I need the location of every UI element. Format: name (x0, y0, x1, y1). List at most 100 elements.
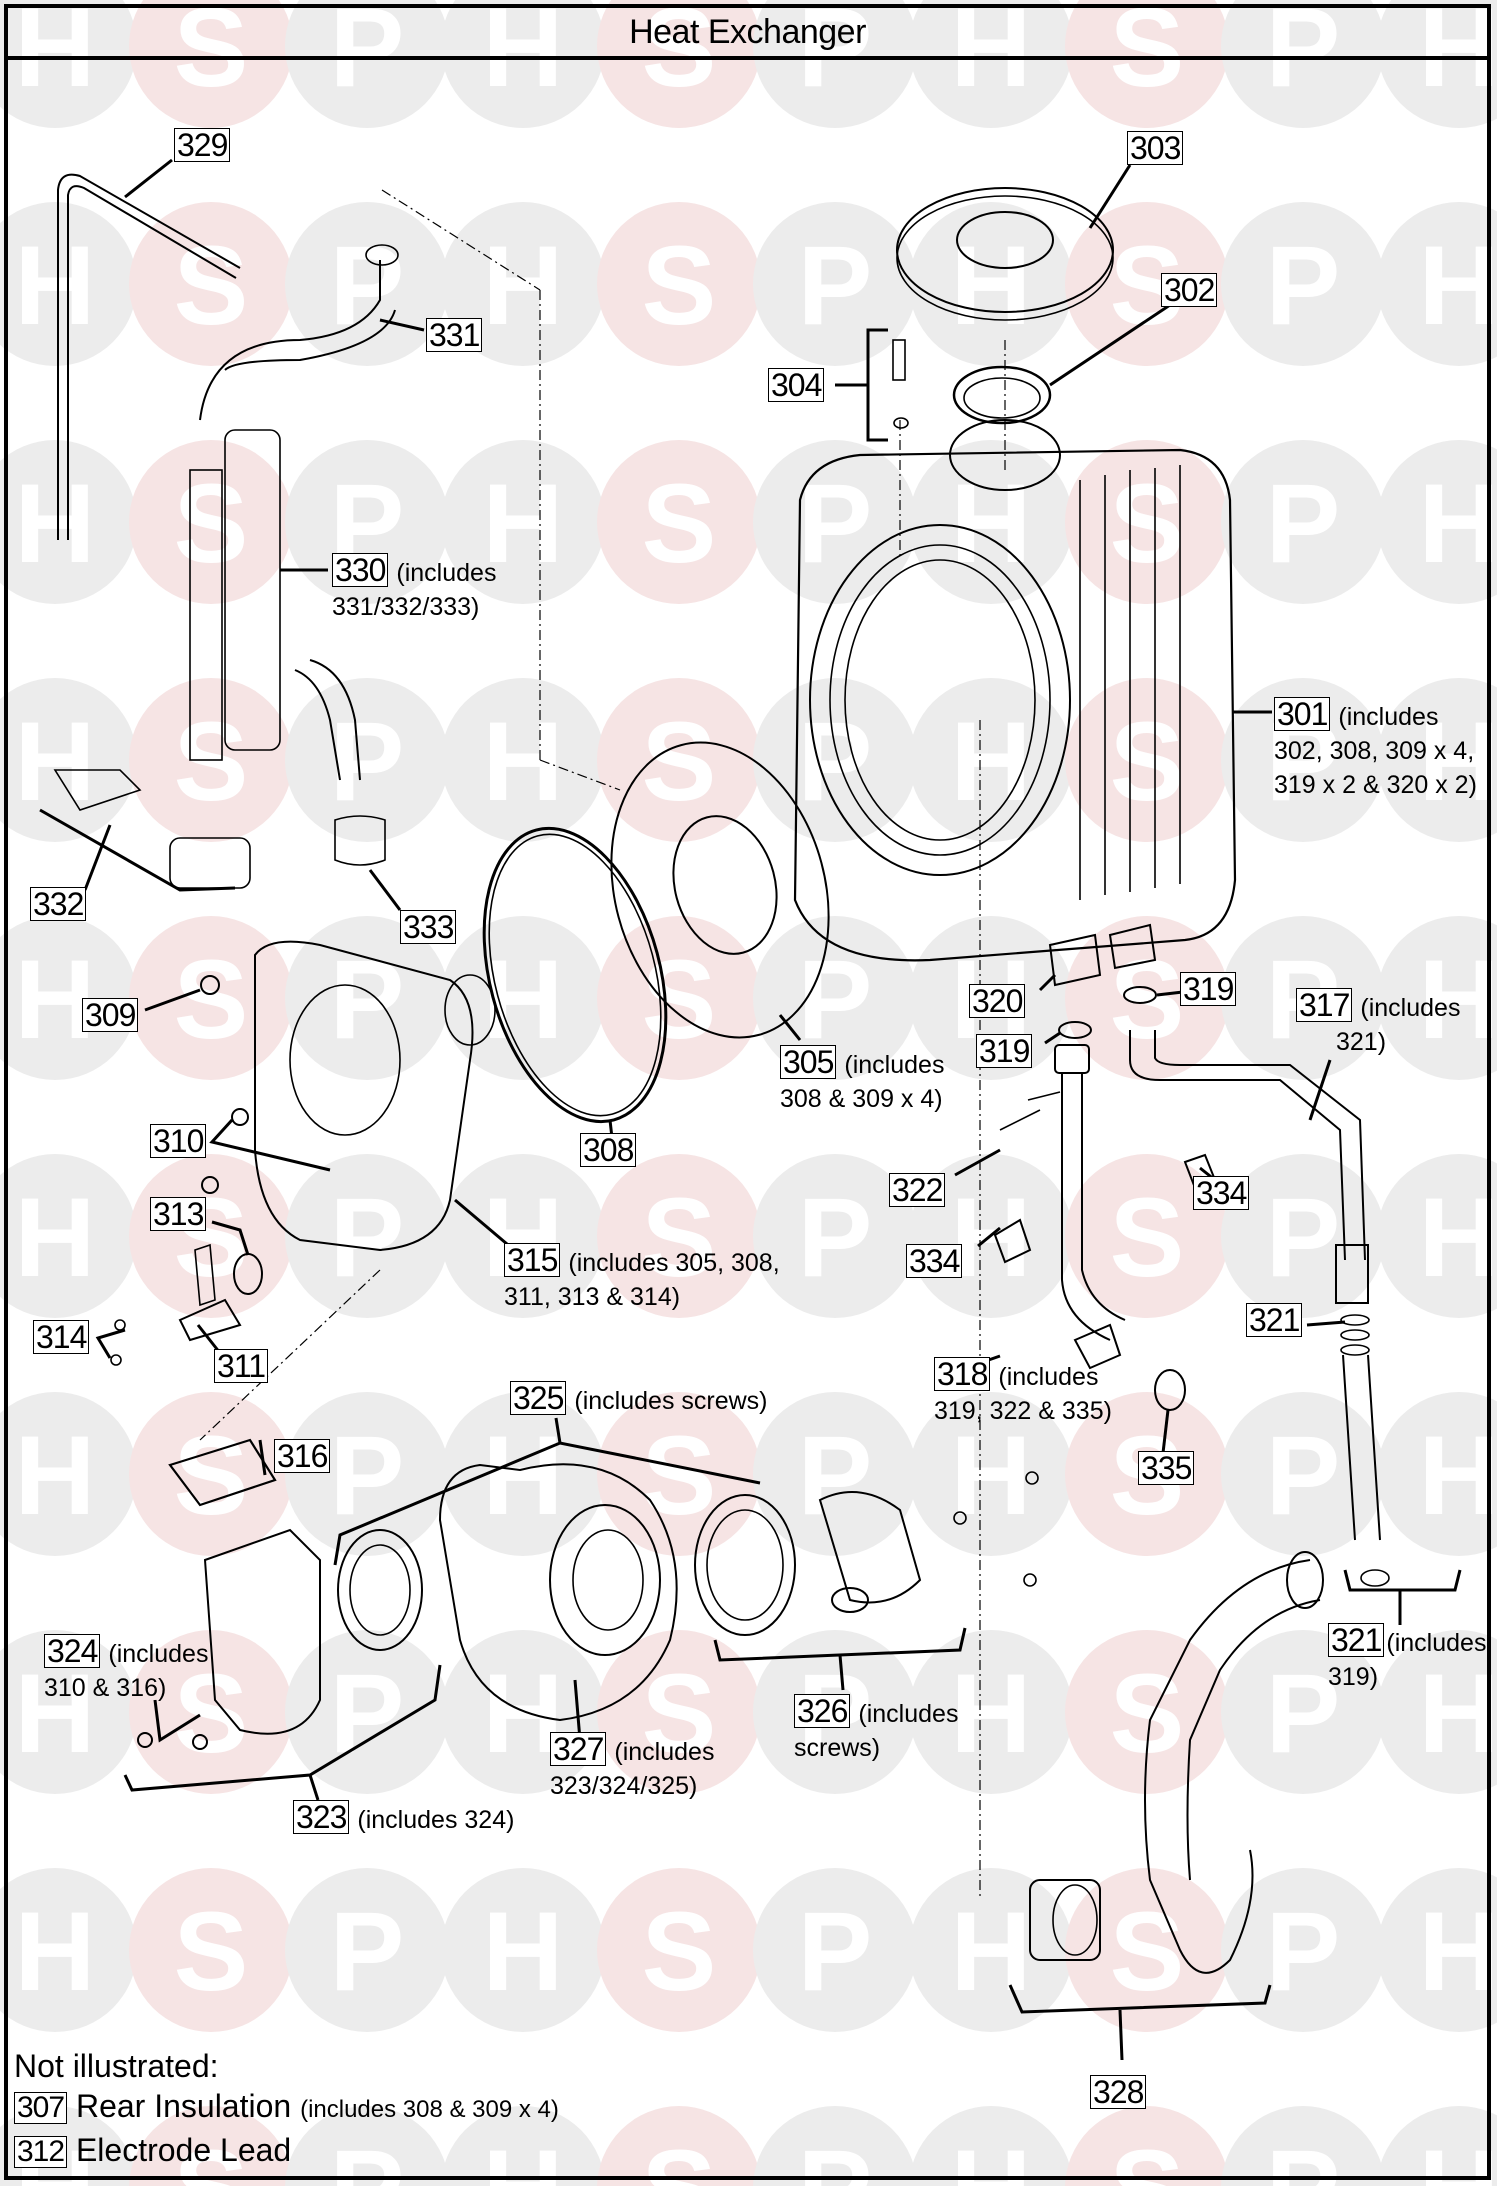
part-number[interactable]: 329 (174, 128, 231, 162)
callout-325[interactable]: 325(includes screws) (510, 1381, 768, 1418)
watermark-letter: H (483, 1889, 564, 2014)
watermark-circle-h (1377, 1868, 1497, 2032)
callout-310[interactable]: 310 (150, 1124, 207, 1160)
part-number[interactable]: 314 (33, 1320, 90, 1354)
part-number[interactable]: 334 (906, 1244, 963, 1278)
callout-334-left[interactable]: 334 (906, 1244, 963, 1280)
callout-318[interactable]: 318(includes 319, 322 & 335) (934, 1357, 1112, 1428)
callout-319-lower[interactable]: 319 (976, 1034, 1033, 1070)
callout-304[interactable]: 304 (768, 368, 825, 404)
part-number[interactable]: 321 (1246, 1303, 1303, 1337)
callout-330[interactable]: 330(includes 331/332/333) (332, 553, 496, 624)
part-number[interactable]: 319 (1180, 972, 1237, 1006)
part-number[interactable]: 326 (794, 1694, 851, 1728)
callout-332[interactable]: 332 (30, 887, 87, 923)
watermark-circle-p (753, 0, 917, 128)
part-number[interactable]: 324 (44, 1634, 101, 1668)
watermark-letter: S (174, 461, 249, 586)
part-number[interactable]: 305 (780, 1045, 837, 1079)
callout-326[interactable]: 326(includes screws) (794, 1694, 958, 1765)
part-number[interactable]: 301 (1274, 697, 1331, 731)
callout-327[interactable]: 327(includes 323/324/325) (550, 1732, 714, 1803)
part-number[interactable]: 321 (1328, 1623, 1385, 1657)
callout-313[interactable]: 313 (150, 1197, 207, 1233)
watermark-circle-s (1065, 1630, 1229, 1794)
watermark-circle-s (129, 440, 293, 604)
part-number[interactable]: 313 (150, 1197, 207, 1231)
part-number[interactable]: 309 (82, 998, 139, 1032)
part-number[interactable]: 308 (580, 1133, 637, 1167)
watermark-circle-p (753, 2106, 917, 2186)
callout-309[interactable]: 309 (82, 998, 139, 1034)
part-number[interactable]: 302 (1161, 273, 1218, 307)
callout-308[interactable]: 308 (580, 1133, 637, 1169)
part-number[interactable]: 311 (214, 1349, 269, 1383)
part-number[interactable]: 316 (274, 1439, 331, 1473)
includes-text-line2: 310 & 316) (44, 1674, 167, 1702)
watermark-letter: H (15, 699, 96, 824)
part-331-pipe (199, 244, 425, 421)
watermark-letter: H (1419, 699, 1497, 824)
watermark-circle-s (597, 678, 761, 842)
part-number[interactable]: 327 (550, 1732, 607, 1766)
part-number[interactable]: 318 (934, 1357, 991, 1391)
watermark-circle-p (1221, 2106, 1385, 2186)
callout-335[interactable]: 335 (1138, 1451, 1195, 1487)
callout-328[interactable]: 328 (1090, 2075, 1147, 2111)
part-number[interactable]: 319 (976, 1034, 1033, 1068)
watermark-circle-p (1221, 678, 1385, 842)
callout-319-top[interactable]: 319 (1180, 972, 1237, 1008)
watermark-letter: H (483, 461, 564, 586)
callout-311[interactable]: 311 (214, 1349, 269, 1385)
part-number[interactable]: 317 (1296, 988, 1353, 1022)
callout-324[interactable]: 324(includes 310 & 316) (44, 1634, 208, 1705)
callout-316[interactable]: 316 (274, 1439, 331, 1475)
callout-302[interactable]: 302 (1161, 273, 1218, 309)
callout-301[interactable]: 301(includes 302, 308, 309 x 4, 319 x 2 … (1274, 697, 1477, 802)
part-323-gasket (337, 1529, 423, 1651)
part-number[interactable]: 320 (969, 984, 1026, 1018)
part-number[interactable]: 307 (14, 2092, 68, 2124)
callout-322[interactable]: 322 (889, 1173, 946, 1209)
callout-320[interactable]: 320 (969, 984, 1026, 1020)
callout-333[interactable]: 333 (400, 910, 457, 946)
watermark-circle-p (285, 2106, 449, 2186)
callout-305[interactable]: 305(includes 308 & 309 x 4) (780, 1045, 944, 1116)
watermark-circle-h (1377, 0, 1497, 128)
callout-321-upper[interactable]: 321 (1246, 1303, 1303, 1339)
watermark-letter: S (174, 1413, 249, 1538)
callout-321-lower[interactable]: 321(includes 319) (1328, 1623, 1486, 1694)
not-illustrated-item[interactable]: 307 Rear Insulation (includes 308 & 309 … (14, 2086, 559, 2130)
callout-315[interactable]: 315(includes 305, 308, 311, 313 & 314) (504, 1243, 780, 1314)
callout-334-right[interactable]: 334 (1193, 1176, 1250, 1212)
part-number[interactable]: 323 (293, 1800, 350, 1834)
part-number[interactable]: 328 (1090, 2075, 1147, 2109)
part-number[interactable]: 335 (1138, 1451, 1195, 1485)
part-number[interactable]: 325 (510, 1381, 567, 1415)
callout-329[interactable]: 329 (174, 128, 231, 164)
watermark-letter: P (1266, 0, 1341, 110)
part-number[interactable]: 330 (332, 553, 389, 587)
watermark-letter: H (951, 223, 1032, 348)
part-number[interactable]: 322 (889, 1173, 946, 1207)
callout-331[interactable]: 331 (426, 318, 483, 354)
part-number[interactable]: 310 (150, 1124, 207, 1158)
part-number[interactable]: 333 (400, 910, 457, 944)
part-number[interactable]: 332 (30, 887, 87, 921)
callout-314[interactable]: 314 (33, 1320, 90, 1356)
callout-317[interactable]: 317(includes 321) (1296, 988, 1460, 1059)
not-illustrated-item[interactable]: 312 Electrode Lead (14, 2130, 559, 2170)
part-311-electrode (95, 1220, 263, 1366)
part-number[interactable]: 334 (1193, 1176, 1250, 1210)
part-number[interactable]: 304 (768, 368, 825, 402)
callout-323[interactable]: 323(includes 324) (293, 1800, 514, 1837)
part-number[interactable]: 315 (504, 1243, 561, 1277)
watermark-letter: S (1110, 461, 1185, 586)
callout-303[interactable]: 303 (1127, 131, 1184, 167)
part-number[interactable]: 331 (426, 318, 483, 352)
watermark-letter: P (798, 1413, 873, 1538)
part-number[interactable]: 312 (14, 2136, 68, 2168)
diagram-frame (4, 4, 1491, 2180)
part-number[interactable]: 303 (1127, 131, 1184, 165)
includes-text: (includes (396, 559, 497, 587)
